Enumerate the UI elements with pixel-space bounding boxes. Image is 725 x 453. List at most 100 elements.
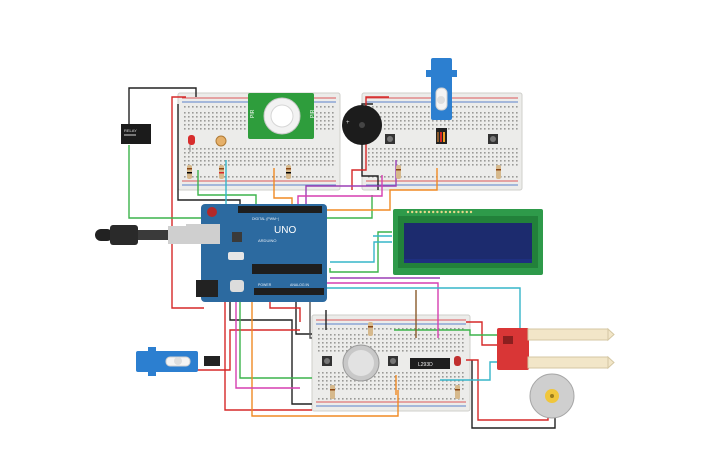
breadboard-hole (414, 398, 416, 400)
breadboard-hole (412, 106, 414, 108)
pushbutton-tr-1[interactable] (385, 134, 395, 144)
breadboard-hole (188, 156, 190, 158)
breadboard-hole (500, 120, 502, 122)
breadboard-hole (504, 112, 506, 114)
breadboard-hole (458, 376, 460, 378)
breadboard-hole (376, 176, 378, 178)
breadboard-hole (456, 164, 458, 166)
breadboard-hole (464, 116, 466, 118)
breadboard-hole (196, 160, 198, 162)
breadboard-hole (404, 148, 406, 150)
breadboard-hole (438, 384, 440, 386)
breadboard-hole (268, 160, 270, 162)
gas-sensor[interactable] (342, 344, 380, 382)
pushbutton-b-1[interactable] (322, 356, 332, 366)
breadboard-hole (444, 160, 446, 162)
resistor-tl-1[interactable] (187, 165, 192, 179)
servo-top[interactable] (426, 58, 457, 144)
resistor-tl-3[interactable] (286, 165, 291, 179)
resistor-tl-2[interactable] (219, 165, 224, 179)
breadboard-hole (422, 372, 424, 374)
pushbutton-b-2[interactable] (388, 356, 398, 366)
resistor-tr-1[interactable] (396, 165, 401, 179)
breadboard-hole (434, 342, 436, 344)
photoresistor[interactable] (215, 135, 227, 147)
chip-label: L293D (418, 362, 433, 368)
breadboard-hole (324, 128, 326, 130)
motor-driver-chip[interactable]: L293D (410, 358, 450, 369)
breadboard-hole (196, 152, 198, 154)
soil-moisture-sensor[interactable] (497, 327, 615, 370)
breadboard-hole (402, 398, 404, 400)
pir-sensor[interactable]: PIR PIR (248, 93, 316, 139)
pushbutton-tr-2[interactable] (488, 134, 498, 144)
breadboard-hole (462, 388, 464, 390)
breadboard-hole (434, 380, 436, 382)
breadboard-hole (420, 148, 422, 150)
buzzer[interactable]: + (342, 105, 382, 145)
breadboard-hole (382, 376, 384, 378)
arduino-board[interactable]: UNO ARDUINO POWER ANALOG IN DIGITAL (PWM… (186, 204, 327, 302)
breadboard-hole (338, 328, 340, 330)
breadboard-hole (416, 120, 418, 122)
red-led-bottom[interactable] (454, 356, 461, 366)
breadboard-hole (380, 152, 382, 154)
breadboard-hole (240, 148, 242, 150)
breadboard-hole (326, 334, 328, 336)
resistor-b-2[interactable] (368, 322, 373, 336)
wire-red-4 (224, 296, 312, 411)
breadboard-hole (346, 398, 348, 400)
breadboard-hole (428, 164, 430, 166)
breadboard-hole (406, 334, 408, 336)
breadboard-hole (318, 372, 320, 374)
breadboard-hole (464, 124, 466, 126)
breadboard-hole (456, 160, 458, 162)
relay-module[interactable]: RELAY (121, 124, 151, 144)
breadboard-hole (400, 120, 402, 122)
breadboard-hole (220, 116, 222, 118)
breadboard-hole (402, 338, 404, 340)
breadboard-hole (416, 176, 418, 178)
breadboard-hole (454, 372, 456, 374)
breadboard-hole (516, 106, 518, 108)
breadboard-hole (208, 128, 210, 130)
breadboard-hole (472, 106, 474, 108)
resistor-tr-2[interactable] (496, 165, 501, 179)
breadboard-hole (236, 106, 238, 108)
breadboard-hole (240, 164, 242, 166)
breadboard-hole (216, 156, 218, 158)
breadboard-hole (220, 124, 222, 126)
breadboard-hole (240, 152, 242, 154)
breadboard-hole (276, 164, 278, 166)
breadboard-hole (480, 112, 482, 114)
breadboard-hole (402, 380, 404, 382)
breadboard-hole (378, 350, 380, 352)
breadboard-hole (358, 338, 360, 340)
dc-motor[interactable] (529, 373, 575, 419)
servo-bottom[interactable] (136, 347, 220, 376)
breadboard-hole (382, 346, 384, 348)
breadboard-hole (516, 112, 518, 114)
breadboard-hole (284, 148, 286, 150)
lcd-pin (432, 210, 435, 214)
breadboard-hole (492, 128, 494, 130)
breadboard-hole (390, 384, 392, 386)
breadboard-hole (334, 372, 336, 374)
breadboard-hole (304, 160, 306, 162)
breadboard-hole (268, 152, 270, 154)
breadboard-hole (220, 148, 222, 150)
breadboard-hole (204, 124, 206, 126)
breadboard-hole (454, 384, 456, 386)
lcd-display[interactable] (393, 209, 543, 275)
breadboard-hole (400, 152, 402, 154)
breadboard-hole (398, 328, 400, 330)
breadboard-hole (434, 388, 436, 390)
breadboard-hole (342, 372, 344, 374)
resistor-b-3[interactable] (455, 385, 460, 399)
breadboard-hole (304, 148, 306, 150)
red-led[interactable] (188, 135, 195, 152)
breadboard-hole (320, 124, 322, 126)
breadboard-hole (420, 156, 422, 158)
resistor-b-1[interactable] (330, 385, 335, 399)
